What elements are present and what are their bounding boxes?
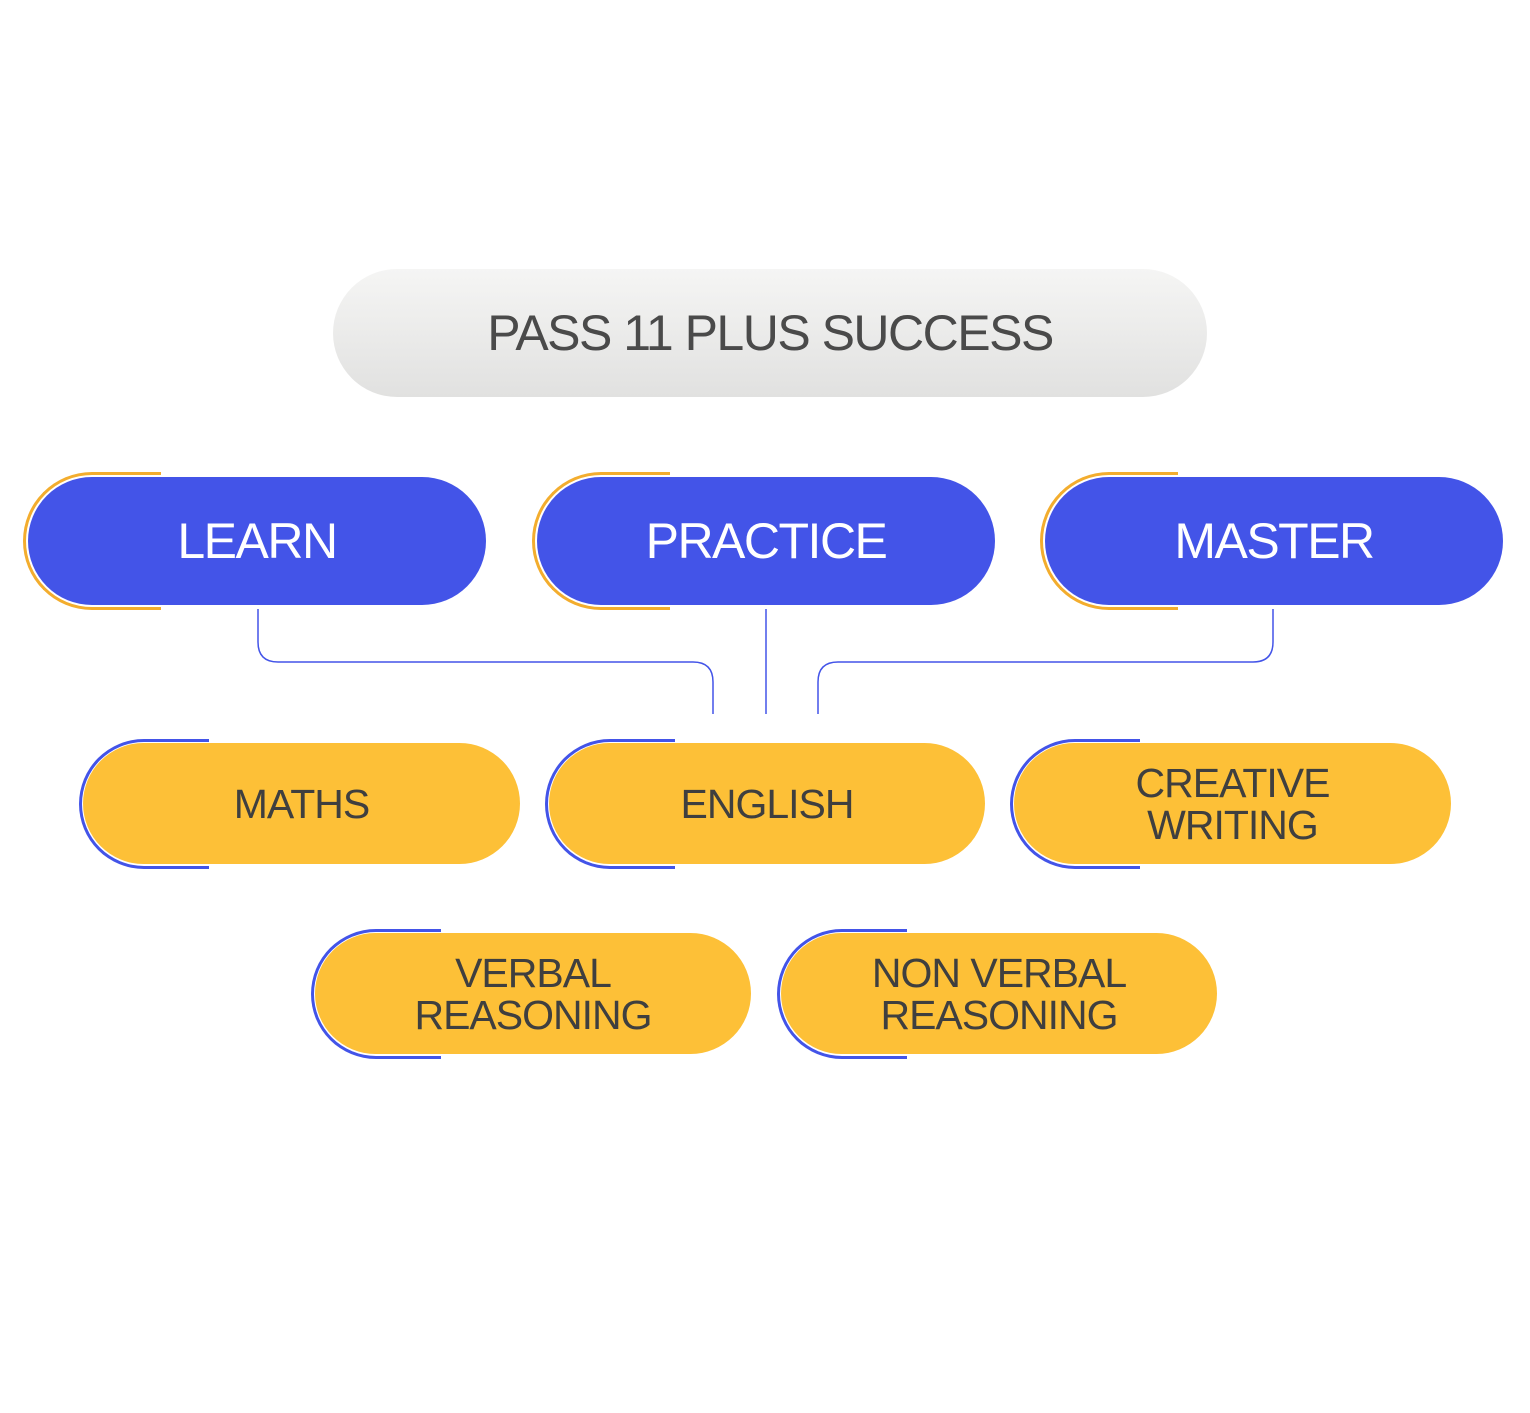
stage-learn: LEARN [28,477,486,605]
subject-label-reasoning: REASONING [414,991,652,1038]
non-verbal-reasoning-accent-arc [777,929,907,1059]
stage-master: MASTER [1045,477,1503,605]
title-pill: PASS 11 PLUS SUCCESS [333,269,1207,397]
subject-label-writing: WRITING [1147,801,1319,848]
subject-label-maths: MATHS [233,780,370,827]
english-accent-arc [545,739,675,869]
subject-maths: MATHS [83,743,520,864]
subject-label-verbal: VERBAL [455,949,612,996]
stage-practice: PRACTICE [537,477,995,605]
connector-learn [257,609,714,714]
subject-label-creative: CREATIVE [1135,759,1331,806]
connector-master [817,609,1274,714]
diagram-title: PASS 11 PLUS SUCCESS [487,305,1054,361]
subject-label-reasoning-2: REASONING [880,991,1118,1038]
stage-label-practice: PRACTICE [645,513,888,569]
subject-label-non-verbal: NON VERBAL [871,949,1127,996]
master-accent-arc [1040,472,1178,610]
subject-verbal-reasoning: VERBAL REASONING [315,933,751,1054]
subject-label-english: ENGLISH [680,780,855,827]
verbal-reasoning-accent-arc [311,929,441,1059]
stage-label-master: MASTER [1174,513,1375,569]
learn-accent-arc [23,472,161,610]
subject-non-verbal-reasoning: NON VERBAL REASONING [781,933,1217,1054]
maths-accent-arc [79,739,209,869]
creative-writing-accent-arc [1010,739,1140,869]
practice-accent-arc [532,472,670,610]
stage-label-learn: LEARN [177,513,338,569]
subject-creative-writing: CREATIVE WRITING [1014,743,1451,864]
subject-english: ENGLISH [549,743,985,864]
